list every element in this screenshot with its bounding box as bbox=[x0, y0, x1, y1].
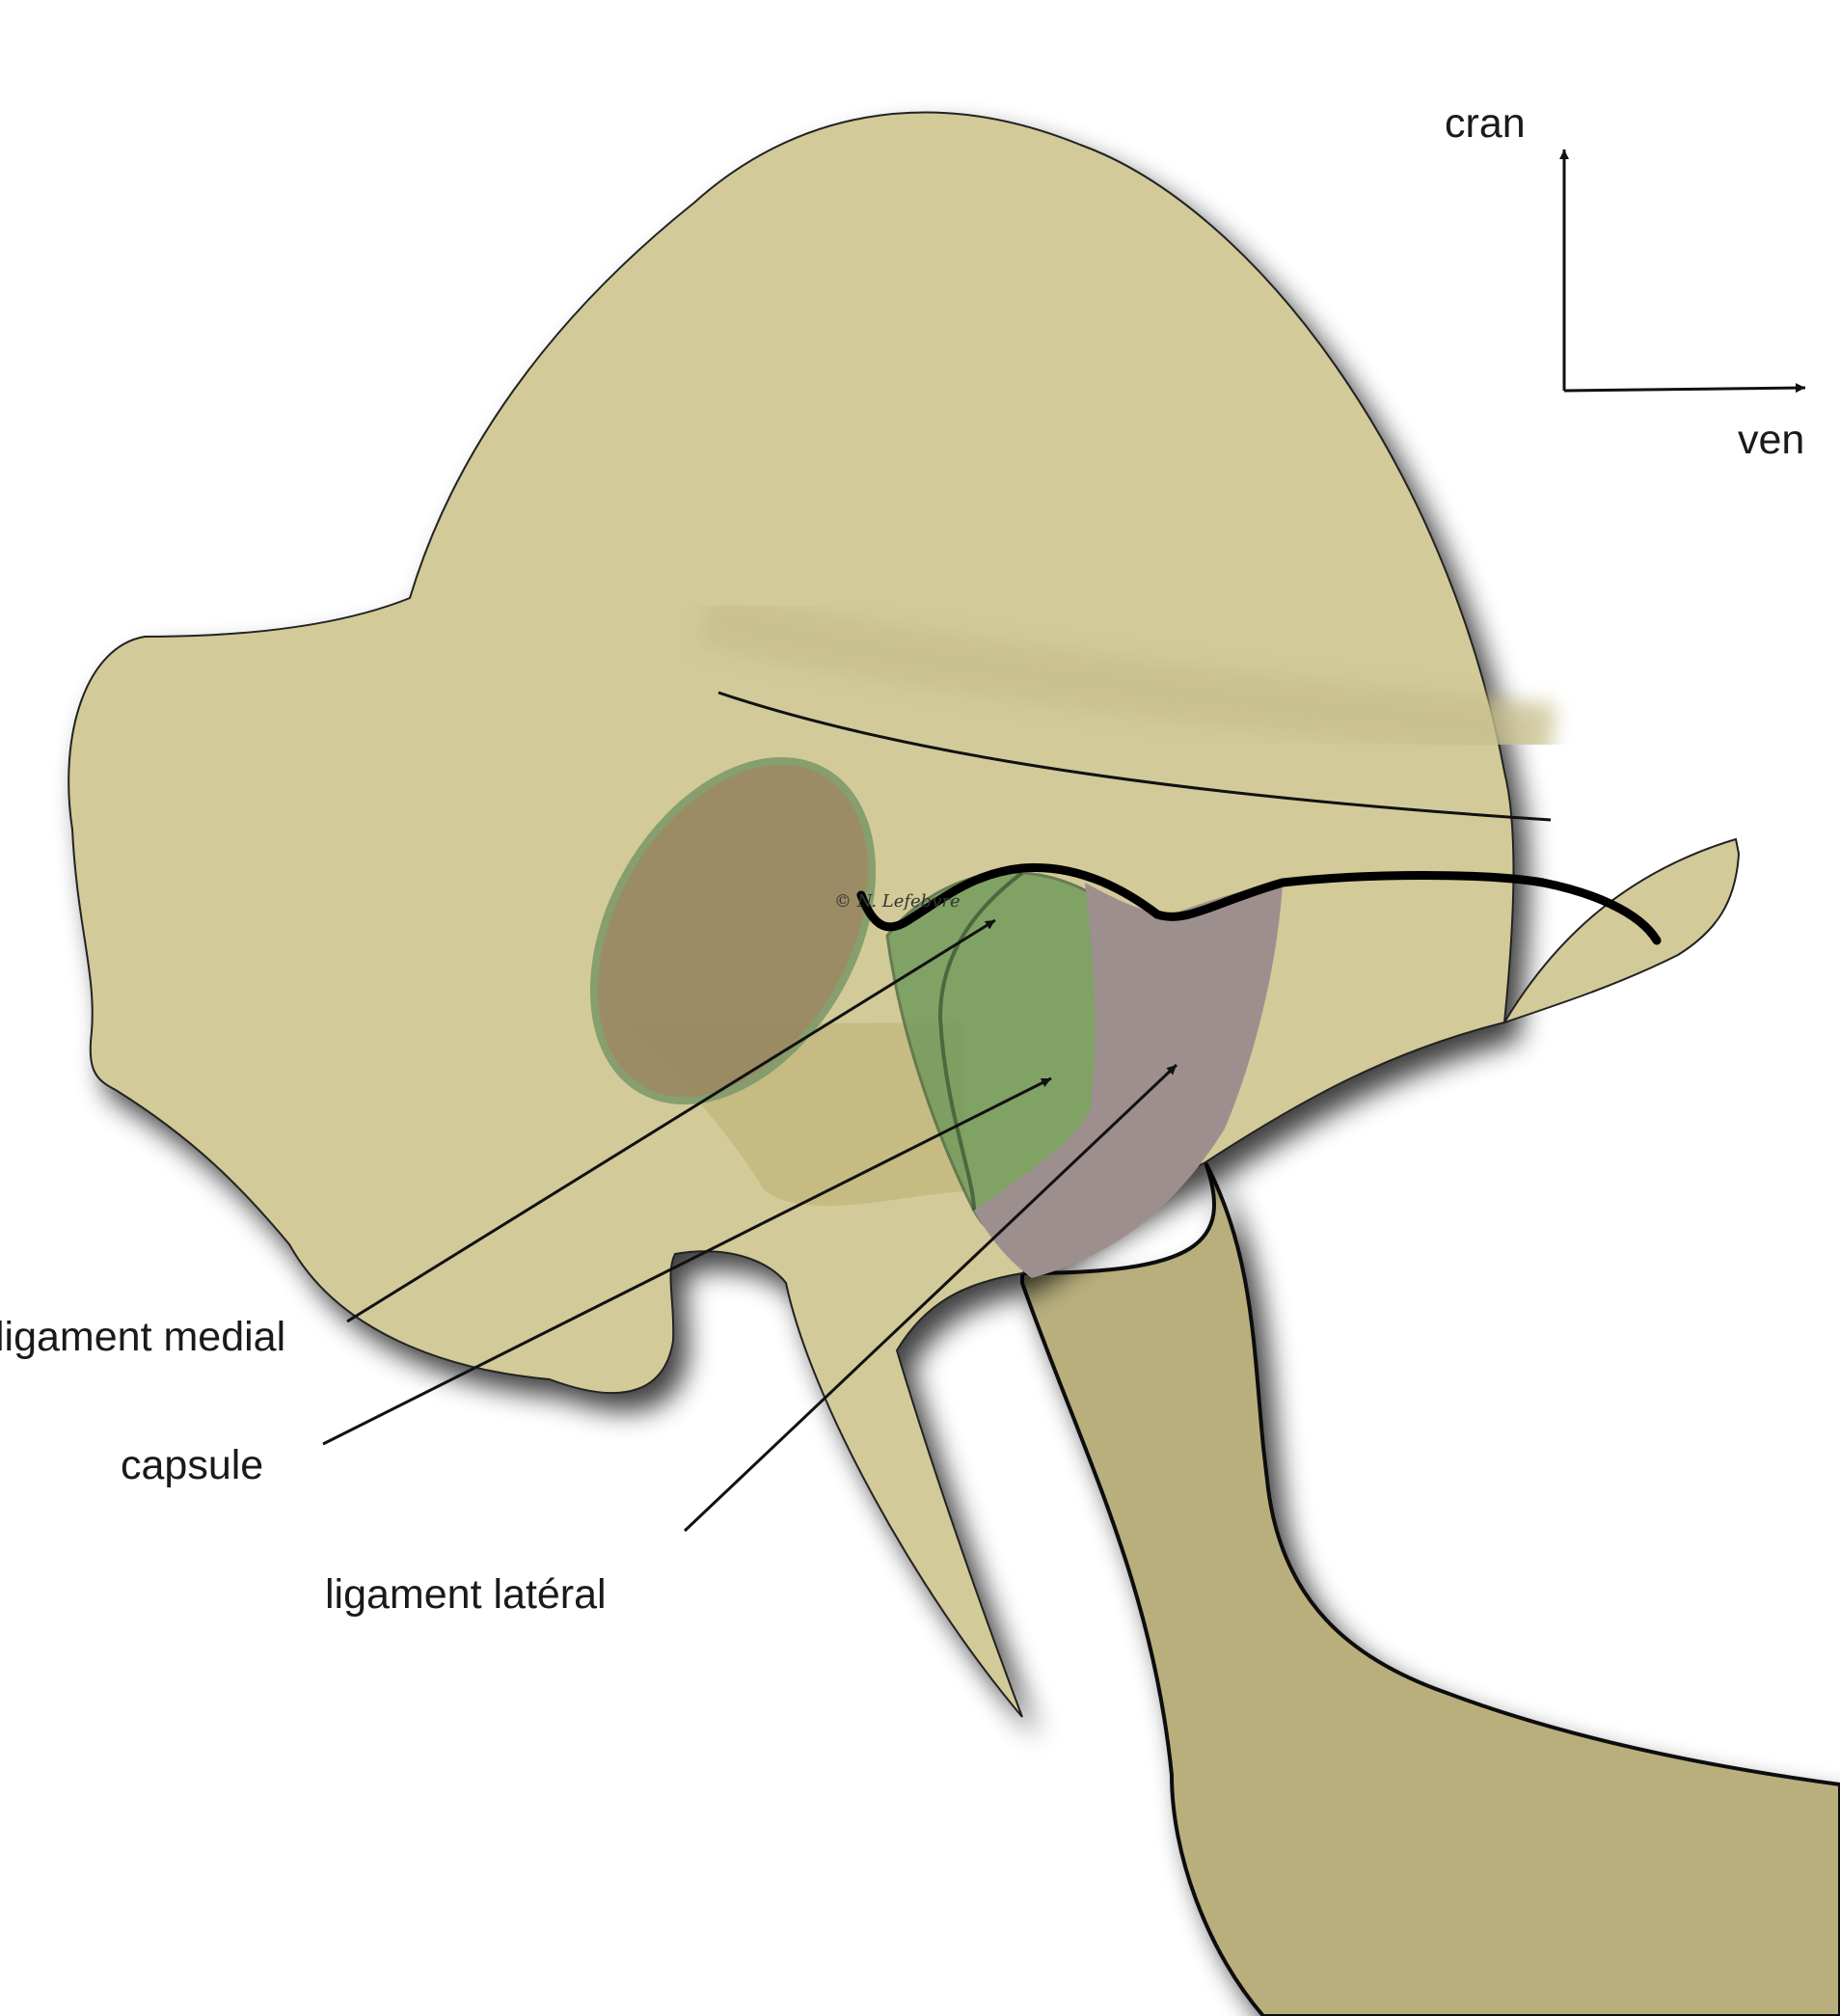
label-ligament-medial: ligament medial bbox=[0, 1314, 285, 1360]
copyright-watermark: © N. Lefebvre bbox=[834, 891, 961, 912]
leader-line-capsule bbox=[322, 1076, 1052, 1446]
lateral-ligament bbox=[974, 883, 1283, 1278]
mandible-bone bbox=[1020, 1161, 1840, 2016]
condyle bbox=[589, 756, 877, 1105]
axis-label-ven: ven bbox=[1738, 417, 1804, 463]
label-ligament-lateral: ligament latéral bbox=[325, 1571, 607, 1618]
ridge-line bbox=[717, 691, 1552, 822]
leader-line-ligament-lateral bbox=[683, 1063, 1178, 1533]
leader-line-ligament-medial bbox=[346, 918, 996, 1323]
zygomatic-arch bbox=[1502, 837, 1741, 1024]
axis-label-cran: cran bbox=[1445, 100, 1526, 147]
capsule-inner-line bbox=[937, 871, 1024, 1212]
bone-ridge-highlight bbox=[697, 588, 1556, 762]
articular-surface-outline bbox=[856, 862, 1662, 945]
label-capsule: capsule bbox=[121, 1442, 263, 1488]
axis-ventral-arrow bbox=[1563, 383, 1806, 394]
